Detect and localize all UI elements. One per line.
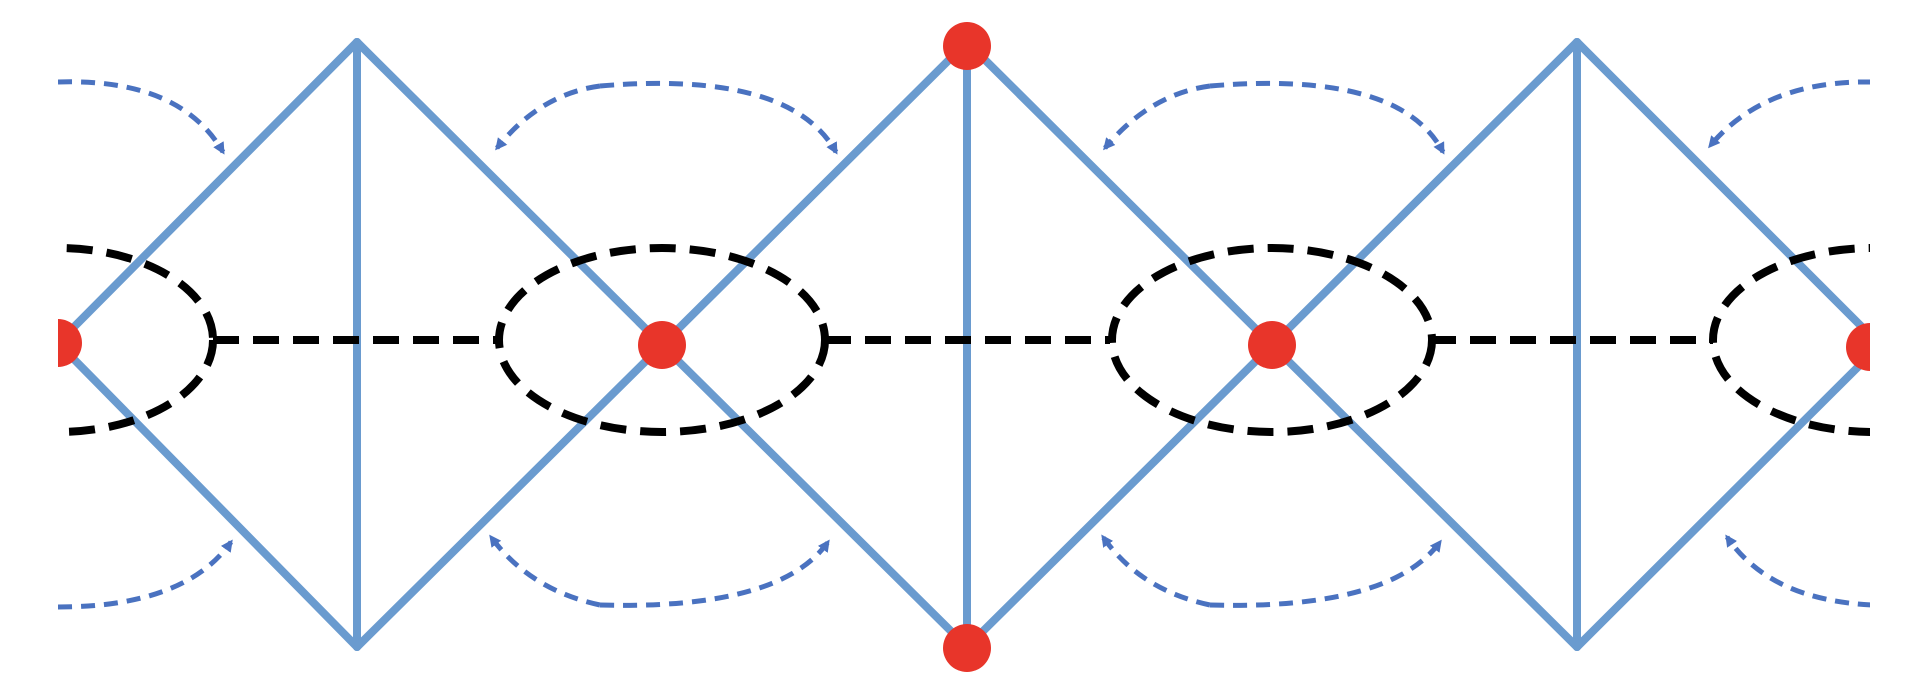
dashed-curved-arrow-icon [1100, 534, 1211, 608]
dashed-curved-arrow-icon [488, 534, 601, 608]
diagonal-line [658, 341, 971, 651]
dashed-curved-arrow-icon [58, 539, 234, 610]
dashed-curved-arrow-icon [1724, 534, 1870, 608]
red-dot-icon [1248, 321, 1296, 369]
dashed-curved-arrow-icon [1708, 79, 1870, 149]
diagonal-line [353, 341, 666, 651]
diagonal-line [963, 341, 1276, 651]
dashed-curved-arrow-icon [599, 80, 839, 155]
diagonal-line [353, 38, 666, 349]
diagonal-line [963, 38, 1276, 349]
dashed-ellipse [1108, 244, 1436, 436]
dashed-curved-arrow-icon [1209, 80, 1446, 155]
dashed-ellipse [495, 244, 829, 436]
dashed-curved-arrow-icon [1103, 83, 1211, 151]
diagonal-line [658, 38, 971, 349]
dashed-curved-arrow-icon [599, 539, 831, 608]
dashed-curved-arrow-icon [58, 79, 226, 155]
red-dot-icon [58, 319, 82, 367]
diagonal-line [1573, 38, 1870, 341]
lattice-lines [58, 38, 1870, 651]
diagram-content [58, 22, 1870, 672]
nodes [58, 22, 1870, 672]
diagonal-line [58, 38, 361, 347]
dashed-curved-arrow-icon [495, 83, 601, 151]
dashed-ellipse [1709, 244, 1870, 436]
red-dot-icon [943, 624, 991, 672]
diagonal-line [58, 339, 361, 651]
red-dot-icon [1846, 323, 1870, 371]
red-dot-icon [943, 22, 991, 70]
dashed-curved-arrow-icon [1209, 539, 1443, 608]
diagonal-line [1268, 38, 1581, 349]
red-dot-icon [638, 321, 686, 369]
diagonal-line [1268, 341, 1581, 651]
dashed-ellipse [58, 244, 217, 436]
diagonal-line [1573, 349, 1870, 651]
curved-arrows [58, 79, 1870, 610]
dashed-ellipses [58, 244, 1870, 436]
